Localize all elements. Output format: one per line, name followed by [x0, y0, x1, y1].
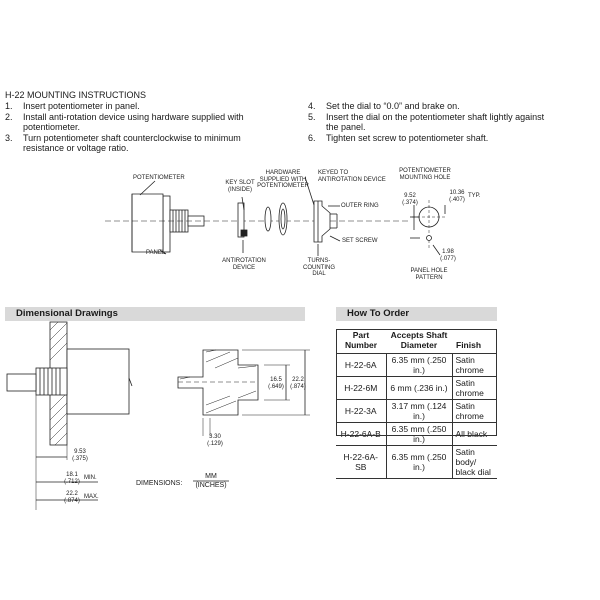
instruction-step: 5. Insert the dial on the potentiometer s… — [308, 112, 558, 133]
step-number: 2. — [5, 111, 13, 122]
dim-222: 22.2 (.874) — [64, 491, 80, 504]
instruction-step: 6. Tighten set screw to potentiometer sha… — [308, 133, 558, 144]
instruction-step: 2. Install anti-rotation device using har… — [5, 112, 280, 133]
label-potentiometer: POTENTIOMETER — [133, 175, 185, 181]
steps-left: 1. Insert potentiometer in panel. 2. Instal… — [5, 101, 280, 154]
part-number-cell: H-22-6A-B — [336, 422, 387, 446]
label-dim-198: 1.98 (.077) — [440, 249, 456, 262]
antirotation-device — [237, 202, 245, 238]
label-outer-ring: OUTER RING — [341, 203, 379, 209]
dim-181-min: MIN. — [84, 475, 97, 481]
label-dim-952: 9.52 (.374) — [402, 193, 418, 206]
step-number: 3. — [5, 132, 13, 143]
label-hole-pattern: PANEL HOLE PATTERN — [410, 268, 448, 281]
shaft-diameter-cell: 3.17 mm (.124 in.) — [386, 399, 453, 423]
finish-cell: All black — [452, 422, 497, 446]
part-number-cell: H-22-6M — [336, 376, 387, 400]
dial-section — [177, 349, 259, 416]
instruction-step: 1. Insert potentiometer in panel. — [5, 101, 280, 112]
step-number: 4. — [308, 101, 316, 111]
label-set-screw: SET SCREW — [342, 238, 378, 244]
instruction-step: 3. Turn potentiometer shaft counterclockw… — [5, 133, 280, 154]
dim-953: 9.53 (.375) — [72, 449, 88, 462]
pot-body — [66, 348, 130, 415]
step-number: 5. — [308, 111, 316, 122]
label-hardware: HARDWARE SUPPLIED WITH POTENTIOMETER — [257, 170, 309, 189]
part-number-cell: H-22-6A-SB — [336, 445, 387, 479]
dimensional-header: Dimensional Drawings — [5, 307, 305, 321]
dim-330: 3.30 (.129) — [207, 434, 223, 447]
dimensions-label: DIMENSIONS: — [136, 480, 183, 487]
label-turns-dial: TURNS-COUNTING DIAL — [303, 258, 335, 277]
steps-right: 4. Set the dial to “0.0” and brake on. 5. I… — [308, 101, 558, 143]
key-hole — [426, 235, 432, 241]
col-shaft-diameter: Accepts Shaft Diameter — [386, 329, 452, 354]
finish-cell: Satin chrome — [452, 376, 497, 400]
step-number: 1. — [5, 101, 13, 111]
step-number: 6. — [308, 132, 316, 143]
dim-222-vertical: 22.2 (.874) — [290, 377, 306, 390]
step-text: Install anti-rotation device using hardw… — [23, 111, 244, 133]
col-finish: Finish — [452, 329, 497, 354]
shaft-side — [6, 373, 37, 392]
shaft-diameter-cell: 6.35 mm (.250 in.) — [386, 353, 453, 377]
label-antirotation: ANTIROTATION DEVICE — [222, 258, 266, 271]
order-header: How To Order — [336, 307, 497, 321]
step-text: Tighten set screw to potentiometer shaft… — [326, 132, 489, 143]
label-key-slot: KEY SLOT (INSIDE) — [225, 180, 255, 193]
order-table: Part Number Accepts Shaft Diameter Finis… — [336, 329, 497, 479]
shaft-diameter-cell: 6 mm (.236 in.) — [386, 376, 453, 400]
step-text: Set the dial to “0.0” and brake on. — [326, 101, 460, 111]
finish-cell: Satin chrome — [452, 399, 497, 423]
col-part-number: Part Number — [336, 329, 386, 354]
shaft-diameter-cell: 6.35 mm (.250 in.) — [386, 422, 453, 446]
finish-cell: Satin chrome — [452, 353, 497, 377]
step-text: Insert the dial on the potentiometer sha… — [326, 111, 545, 133]
order-table-header-row: Part Number Accepts Shaft Diameter Finis… — [336, 329, 497, 354]
bushing-side — [35, 367, 68, 396]
mounting-title: H-22 MOUNTING INSTRUCTIONS — [5, 90, 147, 100]
instruction-step: 4. Set the dial to “0.0” and brake on. — [308, 101, 558, 112]
part-number-cell: H-22-3A — [336, 399, 387, 423]
dim-222-max: MAX. — [84, 494, 99, 500]
label-panel: PANEL — [146, 250, 166, 256]
label-dim-1036: 10.36 (.407) — [449, 190, 465, 203]
label-mount-hole: POTENTIOMETER MOUNTING HOLE — [399, 168, 451, 181]
units-divider — [193, 480, 229, 482]
hardware-washer — [264, 206, 272, 232]
step-text: Turn potentiometer shaft counterclockwis… — [23, 132, 241, 154]
part-number-cell: H-22-6A — [336, 353, 387, 377]
finish-cell: Satin body/ black dial — [452, 445, 497, 479]
step-text: Insert potentiometer in panel. — [23, 101, 140, 111]
label-keyed: KEYED TO ANTIROTATION DEVICE — [318, 170, 386, 183]
shaft-diameter-cell: 6.35 mm (.250 in.) — [386, 445, 453, 479]
dim-165: 16.5 (.649) — [268, 377, 284, 390]
dimensions-units: MM (INCHES) — [195, 473, 227, 489]
dim-181: 18.1 (.712) — [64, 472, 80, 485]
label-typ: TYP. — [468, 193, 481, 199]
